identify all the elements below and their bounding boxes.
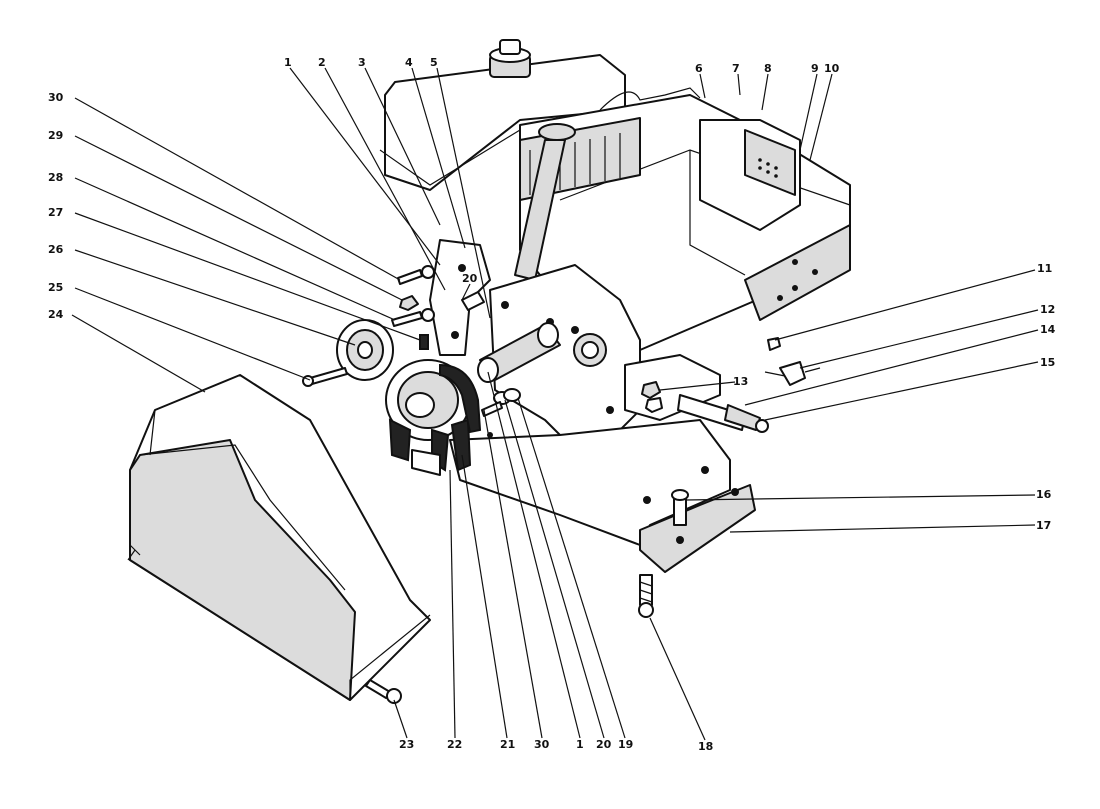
callout-21: 21 — [500, 738, 515, 751]
callout-1-top: 1 — [284, 56, 292, 69]
switch-12 — [764, 361, 821, 386]
bolt-25 — [302, 367, 348, 387]
callout-6: 6 — [695, 62, 703, 75]
callout-1-bottom: 1 — [576, 738, 584, 751]
nut-13 — [641, 381, 663, 413]
mounting-plate-lip — [639, 484, 756, 573]
nut-29 — [399, 295, 419, 311]
callout-4: 4 — [405, 56, 413, 69]
callout-23: 23 — [399, 738, 414, 751]
bolt-16 — [671, 489, 689, 526]
engine-assembly — [379, 39, 851, 573]
callout-2: 2 — [318, 56, 326, 69]
callout-28: 28 — [48, 171, 63, 184]
drive-belt — [388, 363, 482, 476]
shaft-15 — [677, 394, 769, 433]
bolt-28 — [391, 308, 435, 327]
callout-5: 5 — [430, 56, 438, 69]
callout-14: 14 — [1040, 323, 1056, 336]
crankshaft — [477, 322, 561, 383]
muffler — [699, 119, 801, 231]
callout-15: 15 — [1040, 356, 1055, 369]
callout-30-bottom: 30 — [534, 738, 550, 751]
callout-22: 22 — [447, 738, 462, 751]
callout-12: 12 — [1040, 303, 1055, 316]
callout-18: 18 — [698, 740, 713, 753]
callout-19: 19 — [618, 738, 633, 751]
callout-11: 11 — [1037, 262, 1052, 275]
clip-20-top — [461, 291, 485, 311]
callout-13: 13 — [733, 375, 748, 388]
callout-20-bottom: 20 — [596, 738, 612, 751]
callout-26: 26 — [48, 243, 64, 256]
callout-24: 24 — [48, 308, 64, 321]
callout-30-left: 30 — [48, 91, 64, 104]
idler-pulley — [336, 319, 394, 381]
callout-29: 29 — [48, 129, 63, 142]
callout-8: 8 — [764, 62, 772, 75]
bolt-30-left — [397, 265, 435, 285]
belt-cover — [127, 374, 431, 701]
spacer-27 — [419, 334, 429, 350]
bolt-18 — [638, 574, 654, 618]
bolt-23 — [365, 679, 402, 704]
callout-3: 3 — [358, 56, 366, 69]
engine-pulley — [385, 359, 471, 441]
clip-11 — [767, 337, 781, 351]
leader-lines — [71, 67, 1039, 741]
callout-16: 16 — [1036, 488, 1052, 501]
callout-20-top: 20 — [462, 272, 478, 285]
callout-25: 25 — [48, 281, 63, 294]
engine-side-panel — [744, 224, 851, 321]
callout-27: 27 — [48, 206, 63, 219]
callout-labels: 1 2 3 4 5 6 7 8 9 10 11 12 14 15 13 16 1… — [48, 56, 1056, 753]
callout-7: 7 — [732, 62, 740, 75]
fuel-cap — [489, 39, 531, 78]
callout-9: 9 — [811, 62, 819, 75]
callout-10: 10 — [824, 62, 840, 75]
callout-17: 17 — [1036, 519, 1051, 532]
